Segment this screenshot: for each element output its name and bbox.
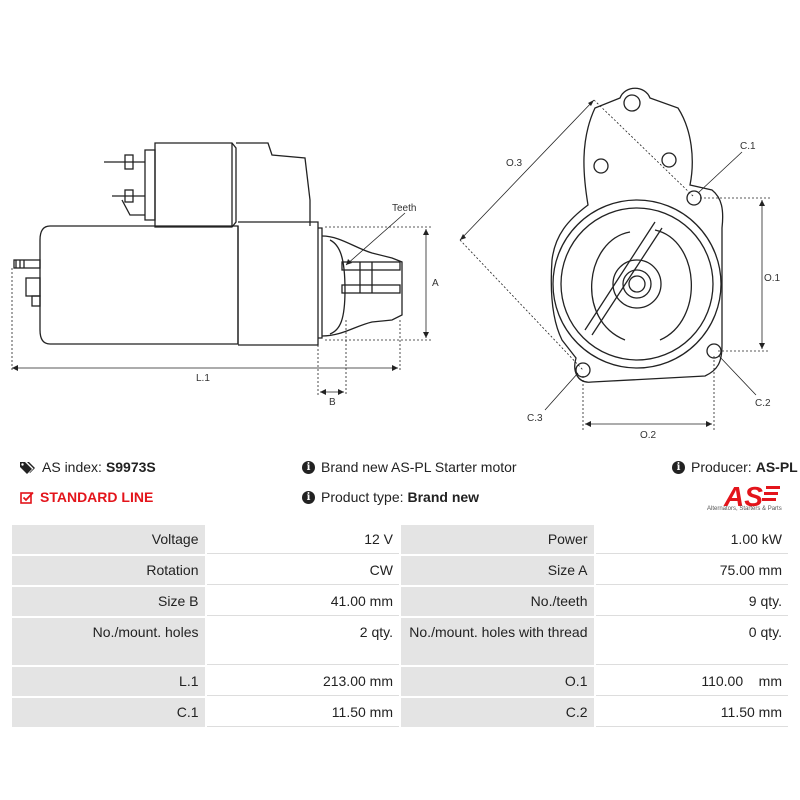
table-row: C.1 11.50 mm C.2 11.50 mm xyxy=(12,698,788,727)
product-type: i Product type: Brand new xyxy=(302,489,479,505)
specs-table: Voltage 12 V Power 1.00 kW Rotation CW S… xyxy=(10,523,790,729)
spec-label: O.1 xyxy=(401,667,594,696)
info-icon: i xyxy=(302,460,315,474)
product-type-value: Brand new xyxy=(407,489,480,505)
spec-label: No./teeth xyxy=(401,587,594,616)
starter-technical-drawing: Teeth A L.1 B xyxy=(11,87,781,440)
label-o3: O.3 xyxy=(506,158,523,169)
spec-value: CW xyxy=(206,556,399,585)
spec-label: C.2 xyxy=(401,698,594,727)
producer: i Producer: AS-PL xyxy=(672,459,798,475)
producer-value: AS-PL xyxy=(755,459,798,475)
spec-label: No./mount. holes xyxy=(12,618,205,665)
label-l1: L.1 xyxy=(196,373,210,384)
label-o1: O.1 xyxy=(764,273,781,284)
brand-text: Brand new AS-PL Starter motor xyxy=(321,459,517,475)
spec-label: Size A xyxy=(401,556,594,585)
logo-subtitle: Alternators, Starters & Parts xyxy=(707,506,782,512)
as-index: AS index: S9973S xyxy=(20,459,156,475)
table-row: Voltage 12 V Power 1.00 kW xyxy=(12,525,788,554)
logo-text: AS xyxy=(723,481,763,512)
label-c3: C.3 xyxy=(527,413,543,424)
as-pl-logo: AS xyxy=(723,481,780,512)
spec-value: 12 V xyxy=(206,525,399,554)
table-row: L.1 213.00 mm O.1 110.00 mm xyxy=(12,667,788,696)
label-a: A xyxy=(432,278,439,289)
spec-label: L.1 xyxy=(12,667,205,696)
spec-label: C.1 xyxy=(12,698,205,727)
as-index-value: S9973S xyxy=(105,459,156,475)
spec-label: No./mount. holes with thread xyxy=(401,618,594,665)
spec-value: 0 qty. xyxy=(595,618,788,665)
spec-value: 110.00 mm xyxy=(595,667,788,696)
spec-value: 9 qty. xyxy=(595,587,788,616)
spec-label: Rotation xyxy=(12,556,205,585)
spec-label: Power xyxy=(401,525,594,554)
label-o2: O.2 xyxy=(640,430,657,440)
standard-line-label: STANDARD LINE xyxy=(40,489,154,505)
standard-line: STANDARD LINE xyxy=(20,489,153,505)
info-icon: i xyxy=(672,460,685,474)
spec-value: 1.00 kW xyxy=(595,525,788,554)
brand-line: i Brand new AS-PL Starter motor xyxy=(302,459,517,475)
table-row: Size B 41.00 mm No./teeth 9 qty. xyxy=(12,587,788,616)
label-b: B xyxy=(329,397,336,408)
spec-value: 11.50 mm xyxy=(595,698,788,727)
label-c1: C.1 xyxy=(740,141,756,152)
product-type-label: Product type: xyxy=(321,489,404,505)
as-index-label: AS index: xyxy=(42,459,102,475)
spec-value: 11.50 mm xyxy=(206,698,399,727)
tags-icon xyxy=(20,461,35,474)
spec-label: Voltage xyxy=(12,525,205,554)
label-c2: C.2 xyxy=(755,398,771,409)
table-row: Rotation CW Size A 75.00 mm xyxy=(12,556,788,585)
info-icon: i xyxy=(302,490,315,504)
label-teeth: Teeth xyxy=(392,203,416,214)
spec-value: 213.00 mm xyxy=(206,667,399,696)
spec-label: Size B xyxy=(12,587,205,616)
checkbox-checked-icon xyxy=(20,491,34,504)
spec-value: 41.00 mm xyxy=(206,587,399,616)
table-row: No./mount. holes 2 qty. No./mount. holes… xyxy=(12,618,788,665)
producer-label: Producer: xyxy=(691,459,752,475)
spec-value: 75.00 mm xyxy=(595,556,788,585)
spec-value: 2 qty. xyxy=(206,618,399,665)
